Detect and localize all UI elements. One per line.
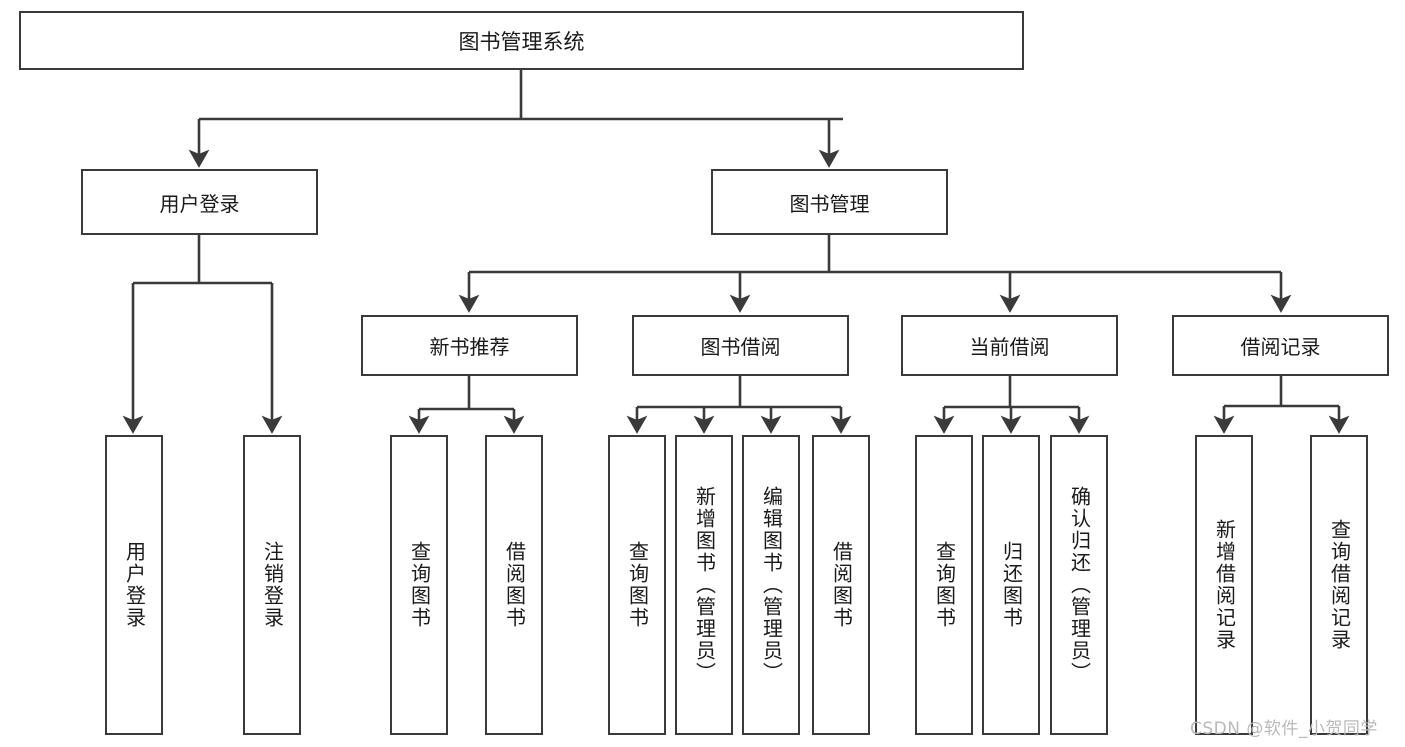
leaf-query-book-recommend[interactable]: 查询图书 bbox=[390, 435, 448, 735]
leaf-edit-book-admin[interactable]: 编辑图书（管理员） bbox=[742, 435, 800, 735]
node-label: 编辑图书（管理员） bbox=[759, 486, 784, 684]
node-label: 当前借阅 bbox=[969, 335, 1050, 359]
leaf-add-borrow-record[interactable]: 新增借阅记录 bbox=[1195, 435, 1253, 735]
node-book-management[interactable]: 图书管理 bbox=[711, 169, 948, 235]
node-label: 图书管理 bbox=[789, 191, 870, 216]
node-label: 借阅图书 bbox=[502, 541, 527, 629]
leaf-query-borrow-record[interactable]: 查询借阅记录 bbox=[1310, 435, 1368, 735]
node-label: 图书管理系统 bbox=[458, 29, 585, 54]
node-root-system[interactable]: 图书管理系统 bbox=[19, 11, 1024, 70]
csdn-watermark: CSDN @软件_小贺同学 bbox=[1190, 719, 1378, 739]
leaf-return-book[interactable]: 归还图书 bbox=[982, 435, 1040, 735]
node-label: 查询图书 bbox=[932, 541, 957, 629]
leaf-user-login[interactable]: 用户登录 bbox=[105, 435, 163, 735]
leaf-borrow-book-recommend[interactable]: 借阅图书 bbox=[485, 435, 543, 735]
leaf-logout[interactable]: 注销登录 bbox=[243, 435, 301, 735]
node-label: 归还图书 bbox=[999, 541, 1024, 629]
node-label: 新增图书（管理员） bbox=[692, 486, 717, 684]
node-label: 查询借阅记录 bbox=[1327, 519, 1352, 651]
node-label: 查询图书 bbox=[625, 541, 650, 629]
node-current-borrow[interactable]: 当前借阅 bbox=[901, 315, 1118, 376]
node-label: 新书推荐 bbox=[429, 335, 510, 359]
leaf-confirm-return-admin[interactable]: 确认归还（管理员） bbox=[1050, 435, 1108, 735]
leaf-borrow-book[interactable]: 借阅图书 bbox=[812, 435, 870, 735]
node-label: 借阅图书 bbox=[829, 541, 854, 629]
node-user-login[interactable]: 用户登录 bbox=[81, 169, 318, 235]
node-label: 用户登录 bbox=[159, 191, 240, 216]
node-new-book-recommend[interactable]: 新书推荐 bbox=[361, 315, 578, 376]
leaf-add-book-admin[interactable]: 新增图书（管理员） bbox=[675, 435, 733, 735]
node-borrow-record[interactable]: 借阅记录 bbox=[1172, 315, 1389, 376]
node-label: 借阅记录 bbox=[1240, 335, 1321, 359]
node-label: 图书借阅 bbox=[700, 335, 781, 359]
node-label: 新增借阅记录 bbox=[1212, 519, 1237, 651]
leaf-query-book-current[interactable]: 查询图书 bbox=[915, 435, 973, 735]
leaf-query-book-borrow[interactable]: 查询图书 bbox=[608, 435, 666, 735]
node-label: 查询图书 bbox=[407, 541, 432, 629]
node-label: 用户登录 bbox=[122, 541, 147, 629]
node-label: 注销登录 bbox=[260, 541, 285, 629]
node-book-borrow[interactable]: 图书借阅 bbox=[632, 315, 849, 376]
node-label: 确认归还（管理员） bbox=[1067, 486, 1092, 684]
